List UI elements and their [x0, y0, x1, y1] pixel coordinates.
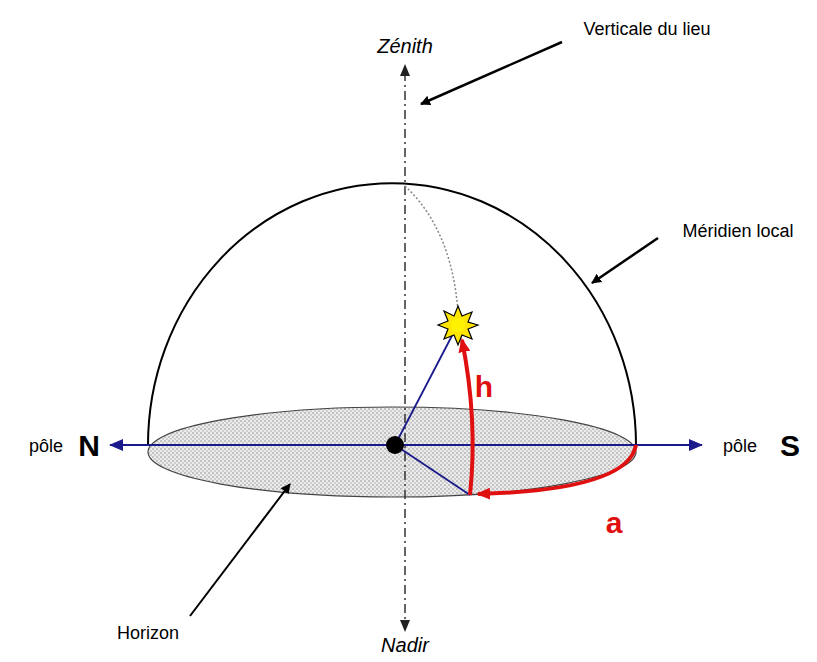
local-vertical [404, 72, 406, 626]
pole-label: pôle [723, 437, 757, 457]
altitude-arc [462, 340, 473, 495]
callout-label: Horizon [117, 624, 179, 644]
zenith-label: Zénith [377, 35, 433, 57]
pole-label: pôle [29, 437, 63, 457]
nadir-arrowhead [400, 620, 410, 632]
altitude-symbol: h [475, 370, 493, 403]
callout-label: Verticale du lieu [583, 20, 710, 40]
pole-letter: S [780, 429, 800, 462]
horizon-plane [148, 407, 636, 497]
celestial-hemisphere [148, 183, 636, 445]
azimuth-projection [395, 445, 470, 495]
observer-dot [386, 436, 404, 454]
azimuth-symbol: a [606, 506, 623, 539]
line-of-sight [395, 328, 456, 445]
north-axis [110, 444, 395, 446]
callout-label: Méridien local [682, 222, 793, 242]
zenith-arrowhead [400, 64, 410, 76]
leader-line [592, 238, 658, 283]
leader-line [190, 484, 290, 616]
star [438, 306, 478, 345]
leader-line [421, 42, 562, 104]
south-axis [395, 444, 702, 446]
vertical-circle [405, 186, 458, 312]
pole-letter: N [78, 429, 100, 462]
nadir-label: Nadir [381, 634, 429, 656]
azimuth-arc [478, 445, 636, 494]
